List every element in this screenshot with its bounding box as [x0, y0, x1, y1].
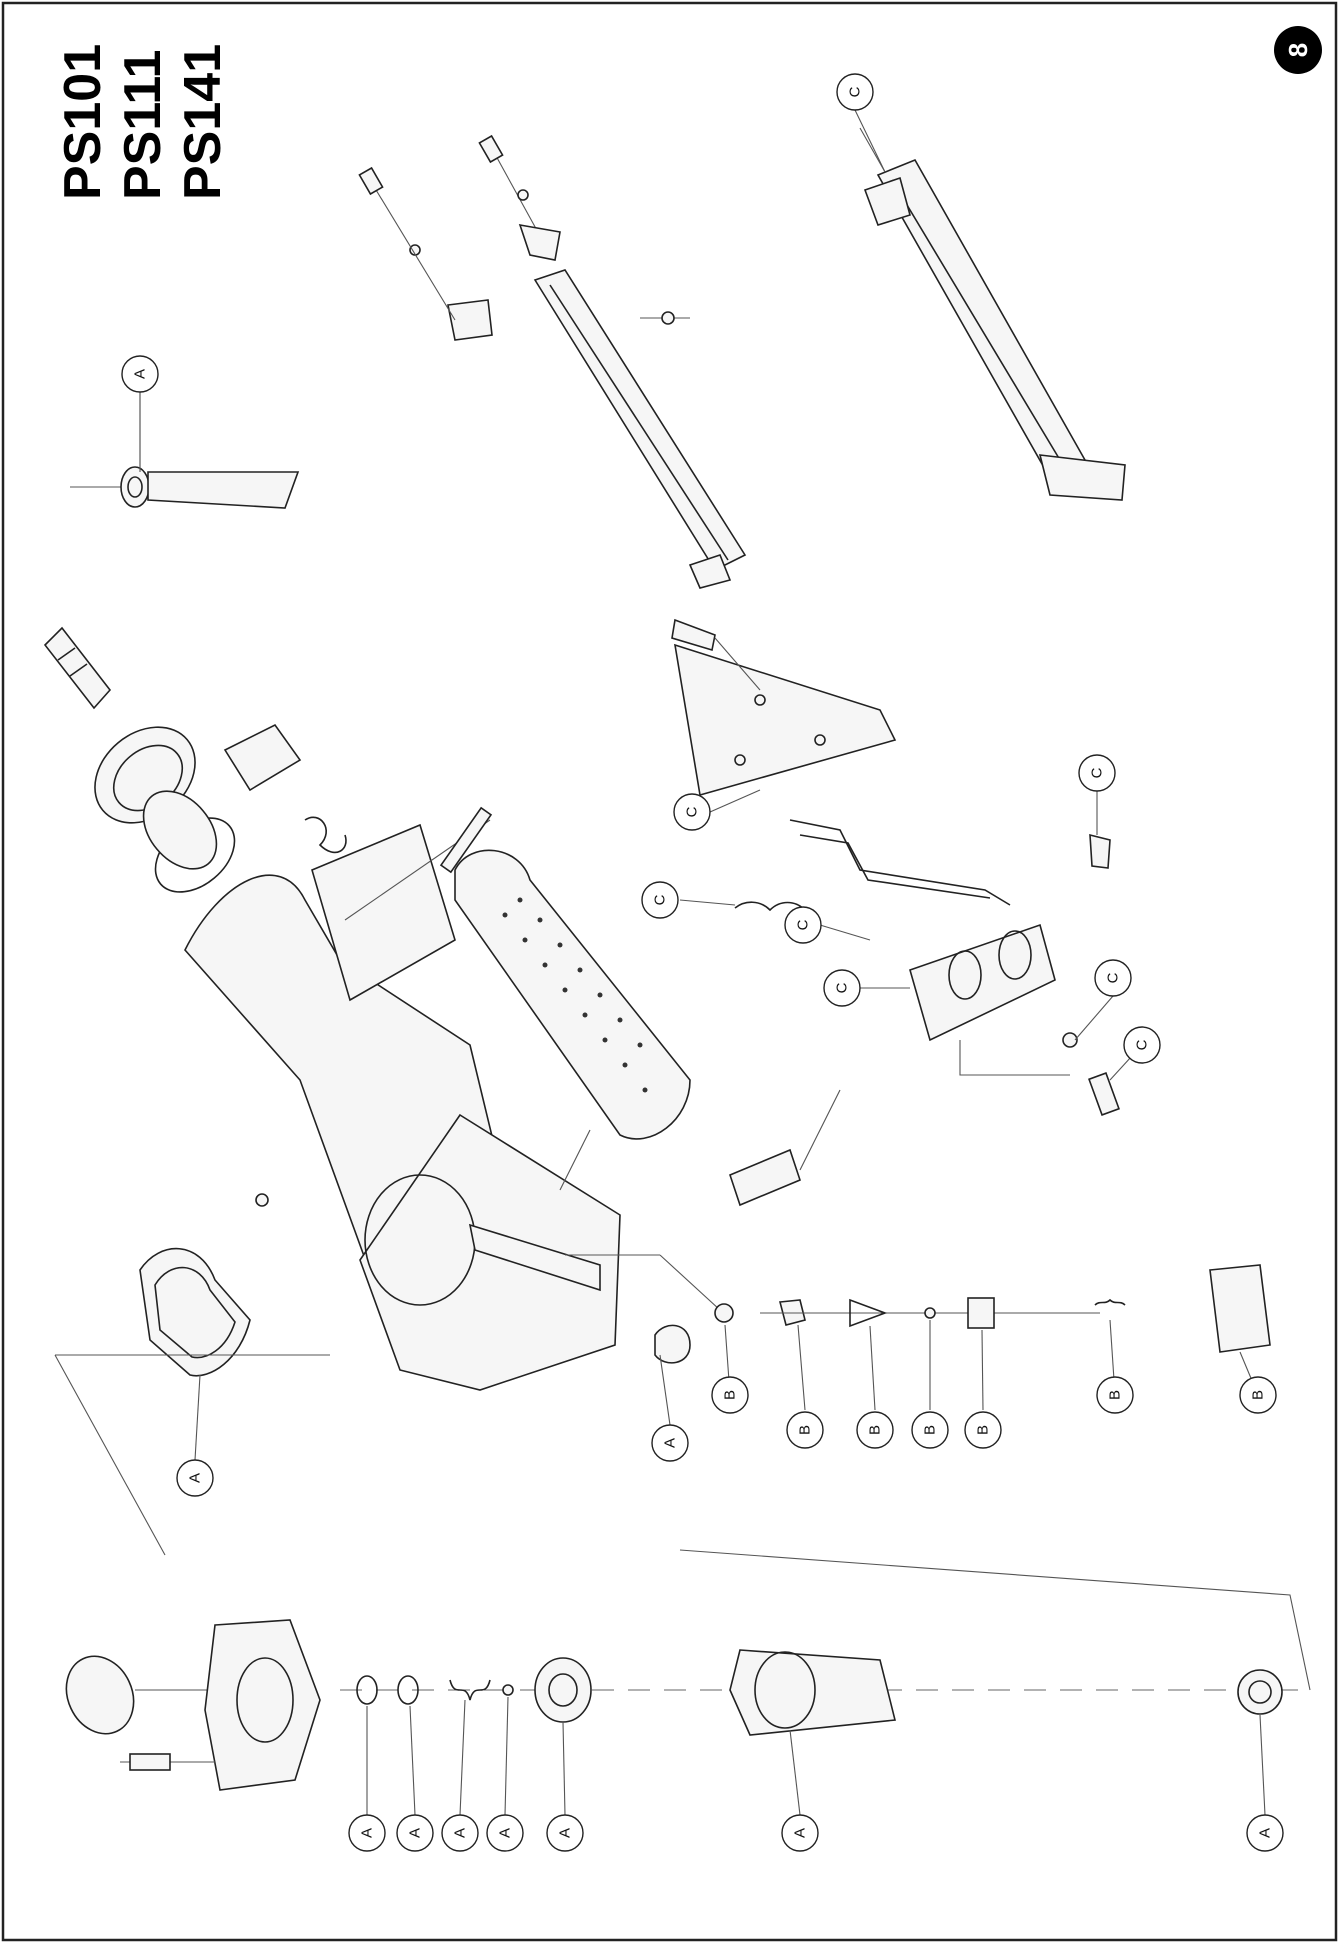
callout-a: A	[441, 1814, 479, 1852]
callout-c-letter: C	[1089, 767, 1106, 778]
callout-b: B	[1239, 1376, 1277, 1414]
upper-channel-rail	[358, 134, 747, 589]
trigger-linkage	[559, 618, 1120, 1207]
callout-a-letter: A	[407, 1828, 424, 1838]
callout-c-letter: C	[834, 982, 851, 993]
callout-a: A	[651, 1424, 689, 1462]
model-label-1: PS101	[54, 44, 112, 200]
callout-b: B	[911, 1411, 949, 1449]
main-body	[184, 806, 621, 1391]
callout-a: A	[396, 1814, 434, 1852]
callout-b: B	[711, 1376, 749, 1414]
callout-c-letter: C	[1105, 972, 1122, 983]
callout-c: C	[784, 906, 822, 944]
gasket-ring	[139, 790, 251, 1377]
callout-a: A	[348, 1814, 386, 1852]
callout-a: A	[176, 1459, 214, 1497]
callout-c: C	[673, 793, 711, 831]
callout-b-letter: B	[975, 1425, 992, 1435]
callout-b-letter: B	[797, 1425, 814, 1435]
callout-a-letter: A	[792, 1828, 809, 1838]
callout-c: C	[836, 73, 874, 111]
callout-c: C	[1123, 1026, 1161, 1064]
callout-c-letter: C	[684, 806, 701, 817]
callout-c-letter: C	[847, 86, 864, 97]
model-label-2: PS111	[114, 50, 172, 200]
callout-b: B	[856, 1411, 894, 1449]
callout-b: B	[786, 1411, 824, 1449]
callout-a-letter: A	[132, 369, 149, 379]
callout-b: B	[964, 1411, 1002, 1449]
hand-grip	[454, 849, 691, 1140]
callout-a-letter: A	[557, 1828, 574, 1838]
callout-a: A	[486, 1814, 524, 1852]
callout-a-letter: A	[187, 1473, 204, 1483]
callout-c: C	[1078, 754, 1116, 792]
model-title-group: PS101 PS111 PS141	[54, 44, 232, 200]
callout-a: A	[781, 1814, 819, 1852]
model-label-3: PS141	[174, 44, 232, 200]
callout-a-letter: A	[662, 1438, 679, 1448]
callout-a: A	[546, 1814, 584, 1852]
callout-c-letter: C	[795, 919, 812, 930]
callout-a-letter: A	[1257, 1828, 1274, 1838]
callout-b-letter: B	[1250, 1390, 1267, 1400]
callout-c-letter: C	[1134, 1039, 1151, 1050]
swivel-handle	[70, 380, 300, 509]
callout-a-letter: A	[359, 1828, 376, 1838]
valve-parts	[565, 1254, 1271, 1364]
callout-b-letter: B	[722, 1390, 739, 1400]
lower-channel-rail	[859, 127, 1126, 501]
callout-c: C	[641, 881, 679, 919]
callout-a-letter: A	[452, 1828, 469, 1838]
figure-number: 8	[1283, 43, 1313, 57]
callouts: A C C C C C C C C A A B B B B B B B A A …	[121, 73, 1284, 1852]
figure-number-badge: 8	[1274, 26, 1322, 74]
callout-a: A	[121, 355, 159, 393]
callout-b-letter: B	[1107, 1390, 1124, 1400]
callout-a-letter: A	[497, 1828, 514, 1838]
callout-b: B	[1096, 1376, 1134, 1414]
callout-b-letter: B	[922, 1425, 939, 1435]
callout-b-letter: B	[867, 1425, 884, 1435]
callout-c: C	[823, 969, 861, 1007]
callout-a: A	[1246, 1814, 1284, 1852]
callout-c-letter: C	[652, 894, 669, 905]
bottom-assembly	[54, 1354, 1311, 1791]
callout-c: C	[1094, 959, 1132, 997]
